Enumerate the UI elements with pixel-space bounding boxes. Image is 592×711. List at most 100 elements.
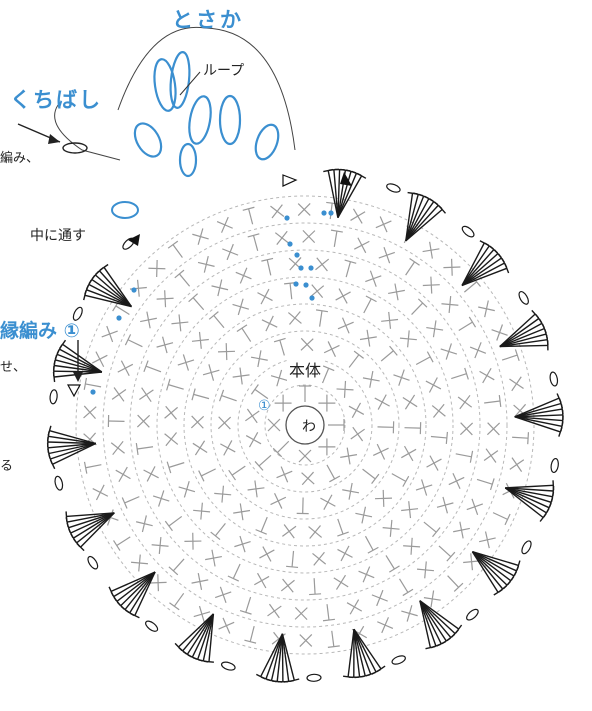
stitch-mark [208, 311, 225, 329]
stitch-x [309, 525, 321, 539]
stitch-mark [458, 316, 477, 332]
stitch-mark [466, 498, 484, 516]
stitch-mark [174, 269, 191, 287]
stitch-mark [301, 471, 315, 486]
stitch-stem [193, 393, 210, 400]
stitch-bar [417, 298, 428, 308]
stitch-x [289, 311, 301, 325]
fan-stitch [461, 245, 490, 286]
stitch-bar [174, 269, 185, 279]
stitch-x [362, 566, 371, 583]
stitch-mark [261, 257, 274, 276]
comb-loop [218, 94, 242, 146]
stitch-mark [140, 311, 157, 329]
stitch-stem [430, 435, 447, 439]
stitch-x [257, 350, 262, 368]
stitch-bar [468, 316, 477, 328]
stitch-x [378, 251, 396, 259]
round-line [102, 222, 508, 628]
stitch-bar [121, 497, 128, 509]
stitch-x [346, 447, 351, 465]
stitch-mark [232, 298, 250, 316]
stitch-stem [391, 473, 407, 482]
stitch-x [336, 388, 354, 391]
stitch-x [485, 448, 497, 463]
stitch-mark [355, 506, 373, 524]
label-center-wa: わ [302, 419, 316, 435]
stitch-x [214, 492, 232, 496]
stitch-x [220, 443, 236, 453]
stitch-mark [385, 555, 400, 573]
stitch-x [382, 489, 385, 507]
stitch-x [297, 203, 311, 216]
fan-stitch [514, 402, 562, 418]
stitch-mark [402, 394, 418, 410]
stitch-mark [422, 241, 440, 259]
stitch-mark [121, 496, 140, 509]
stitch-mark [220, 440, 236, 456]
chain-oval [461, 225, 475, 238]
stitch-x [221, 216, 229, 233]
chain-oval [220, 661, 236, 671]
stitch-x [233, 509, 251, 514]
stitch-stem [221, 394, 237, 402]
stitch-mark [101, 325, 118, 343]
stitch-mark [401, 445, 417, 462]
fan-stitch [505, 487, 553, 498]
stitch-mark [416, 561, 435, 579]
stitch-mark [340, 447, 358, 465]
stitch-mark [380, 345, 398, 362]
stitch-mark [364, 535, 379, 554]
stitch-x [95, 351, 105, 368]
stitch-x [164, 290, 167, 308]
fan-stitch [337, 169, 341, 218]
fan-stitch [499, 344, 548, 348]
edging-fan [466, 551, 521, 621]
stitch-mark [205, 549, 222, 567]
stitch-mark [404, 422, 422, 435]
stitch-x [276, 230, 288, 245]
fan-stitch-top [47, 425, 52, 436]
stitch-mark [113, 536, 131, 551]
stitch-mark [310, 284, 325, 299]
stitch-mark [247, 480, 265, 498]
stitch-mark [337, 518, 349, 537]
fan-stitch [182, 613, 214, 652]
fan-stitch [353, 629, 366, 677]
fan-stitch [59, 348, 103, 373]
stitch-x [442, 496, 449, 514]
stitch-mark [320, 494, 336, 510]
edging-fan [391, 600, 463, 665]
comb-loop [254, 123, 280, 161]
stitch-mark [124, 334, 143, 348]
stitch-mark [197, 256, 215, 273]
fan-stitch [461, 253, 499, 287]
stitch-mark [398, 578, 414, 597]
stitch-mark [483, 448, 499, 463]
fan-stitch [67, 512, 115, 523]
stitch-x [323, 344, 340, 354]
chain-oval [549, 371, 559, 387]
stitch-mark [267, 603, 282, 619]
fan-stitch [47, 442, 96, 449]
label-naka-ni-toosu: 中に通す [30, 228, 86, 244]
stitch-stem [201, 468, 216, 477]
stitch-mark [359, 329, 377, 347]
chain-oval [54, 475, 64, 491]
edging-fan [323, 168, 401, 218]
stitch-x [237, 298, 244, 316]
label-left-cut-3: る [0, 459, 14, 474]
stitch-mark [378, 246, 396, 264]
stitch-mark [130, 554, 149, 572]
fan-stitch [103, 266, 133, 308]
start-marker [340, 172, 352, 186]
stitch-stem [85, 464, 102, 469]
stitch-mark [344, 259, 357, 278]
stitch-bar [371, 473, 380, 484]
stitch-mark [233, 503, 251, 521]
fan-stitch [499, 313, 536, 348]
fan-stitch-top [108, 586, 114, 597]
stitch-mark [441, 295, 459, 314]
stitch-x [146, 311, 151, 329]
fan-stitch [202, 613, 215, 662]
